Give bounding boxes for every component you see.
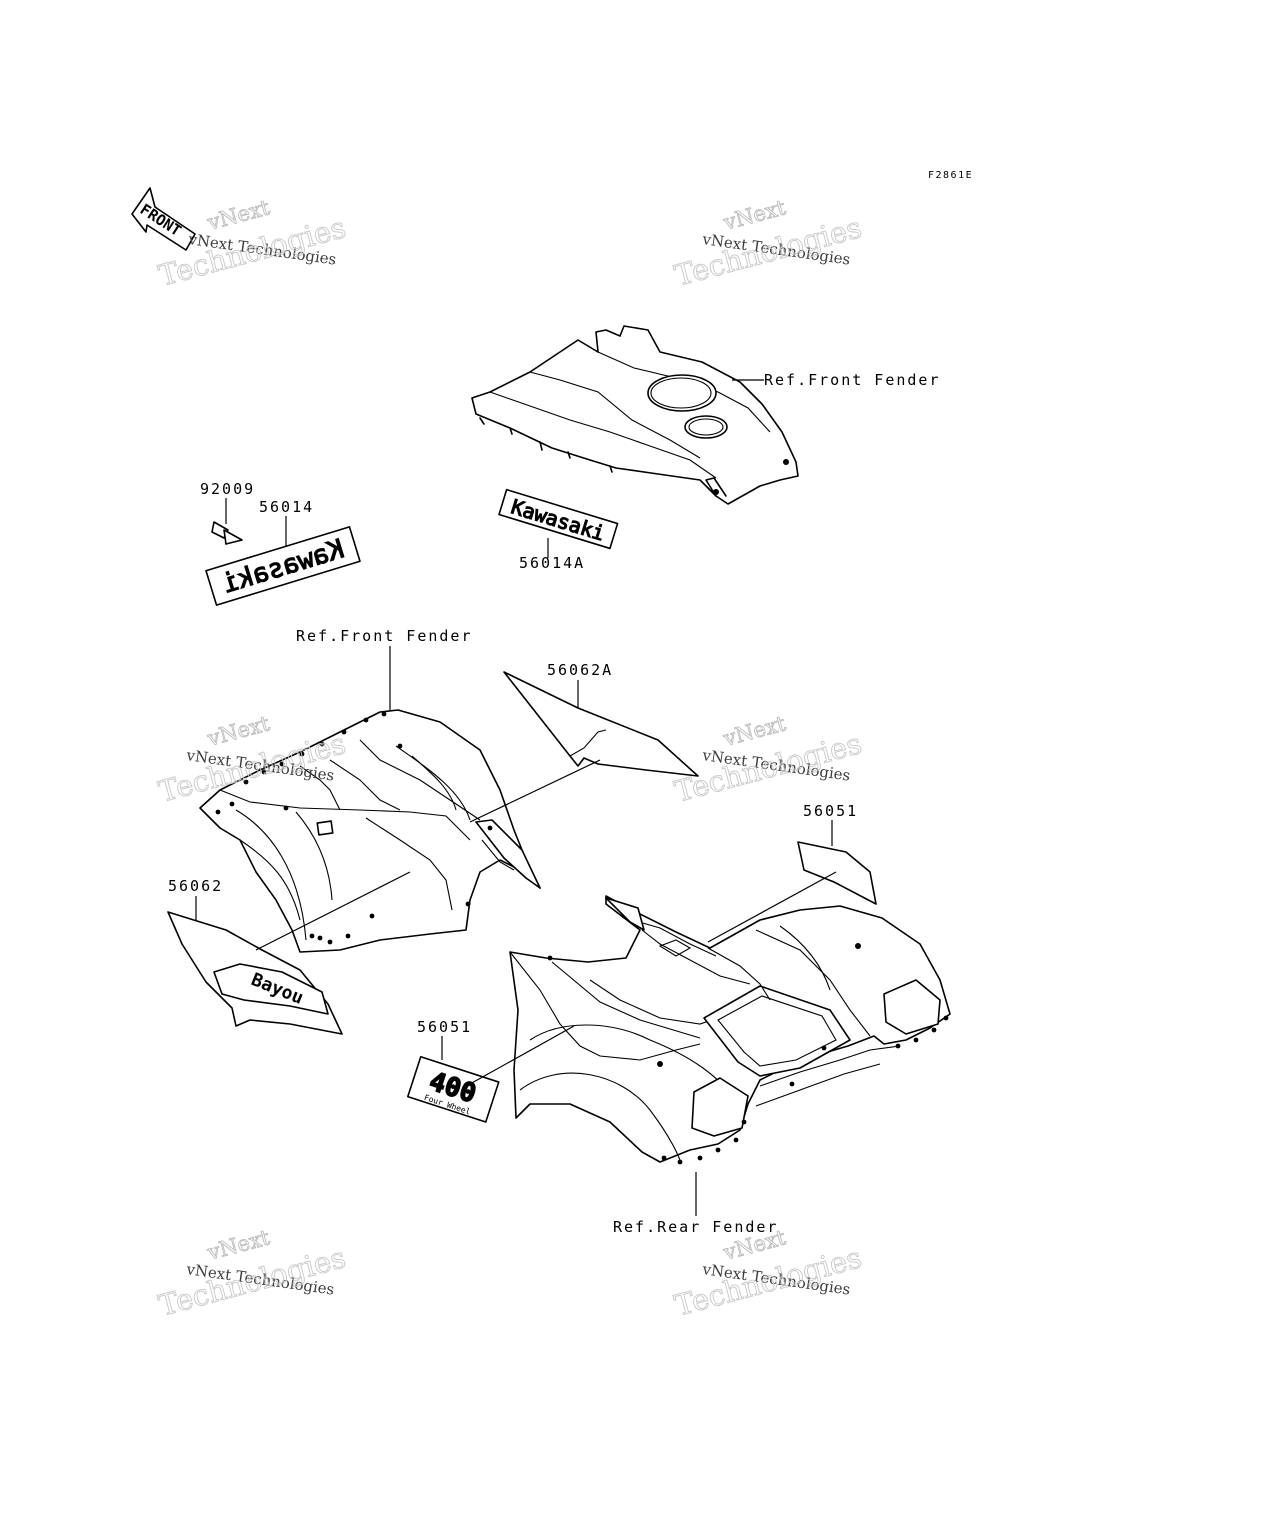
clip-92009-icon [211,521,243,545]
label-56014A: 56014A [519,554,585,572]
decal-56062: Bayou [167,911,343,1035]
label-56062A: 56062A [547,661,613,679]
watermark-2: vNext vNext Technologies Technologies [671,195,866,293]
watermark-2-line2: vNext [720,195,789,235]
decal-56051-right [797,841,877,905]
emblem-56014A: Kawasaki [498,488,619,550]
rear-fender [509,895,951,1165]
front-fender-shroud [471,325,799,505]
label-56062: 56062 [168,877,223,895]
front-fender-main [199,709,541,953]
watermark-5: vNext vNext Technologies Technologies [155,1225,350,1323]
label-56014: 56014 [259,498,314,516]
diagram-code: F2861E [928,170,973,181]
watermark-6: vNext vNext Technologies Technologies [671,1225,866,1323]
label-ref-front-fender-top: Ref.Front Fender [764,371,941,389]
watermark-3-line2: vNext [204,711,273,751]
label-56051-right: 56051 [803,802,858,820]
emblem-56014-text: Kawasaki [219,534,348,599]
watermark-4-line2: vNext [720,711,789,751]
watermark-1-line2: vNext [204,195,273,235]
decal-56051-left: 400 Four Wheel [406,1055,500,1123]
decal-56062A [503,671,699,777]
watermark-5-line2: vNext [204,1225,273,1265]
label-56051-left: 56051 [417,1018,472,1036]
label-ref-front-fender-mid: Ref.Front Fender [296,627,473,645]
front-arrow-icon: FRONT [131,187,196,251]
watermark-4: vNext vNext Technologies Technologies [671,711,866,809]
emblem-56014A-text: Kawasaki [508,494,607,545]
label-92009: 92009 [200,480,255,498]
label-ref-rear-fender: Ref.Rear Fender [613,1218,778,1236]
